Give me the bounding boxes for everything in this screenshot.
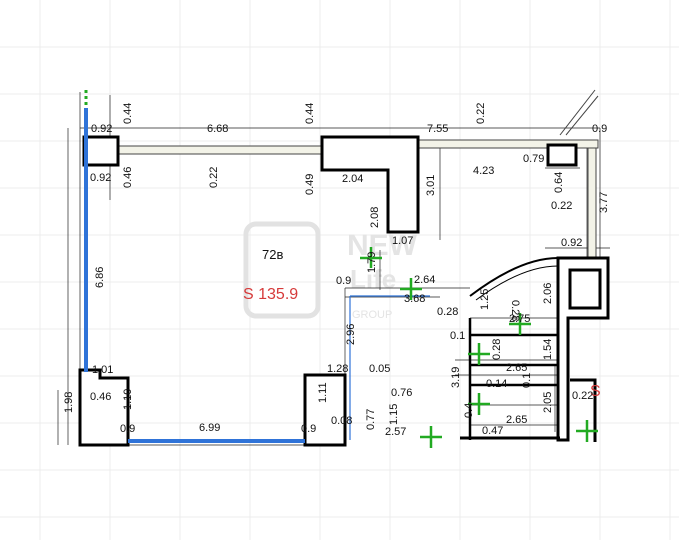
dim-label: 3.19 bbox=[450, 367, 462, 388]
dim-label: 0.92 bbox=[91, 123, 112, 135]
dim-label: 0.28 bbox=[491, 339, 503, 360]
dim-label: 2.96 bbox=[345, 324, 357, 345]
dim-label: 0.1 bbox=[450, 330, 465, 342]
dim-label: 0.44 bbox=[122, 103, 134, 124]
wall-top-l-shape bbox=[320, 135, 420, 234]
dim-label: 2.06 bbox=[542, 283, 554, 304]
column-top-left bbox=[82, 135, 120, 167]
room-number: 72в bbox=[262, 247, 283, 262]
room-area: S 135.9 bbox=[243, 286, 298, 303]
dim-label: 2.75 bbox=[509, 313, 530, 325]
dim-label: 7.55 bbox=[427, 123, 448, 135]
walls bbox=[78, 135, 610, 447]
dim-label: 2.64 bbox=[414, 274, 435, 286]
dim-label: 2.05 bbox=[542, 392, 554, 413]
dim-label: 0.22 bbox=[208, 167, 220, 188]
dim-label: 4.23 bbox=[473, 165, 494, 177]
column-top-right bbox=[546, 143, 578, 167]
dim-label: 1.07 bbox=[392, 235, 413, 247]
marker-7 bbox=[576, 420, 598, 442]
wall-right-inner bbox=[568, 268, 602, 310]
dim-label: 0.47 bbox=[482, 425, 503, 437]
dim-label: 0.08 bbox=[331, 415, 352, 427]
dim-label: 0.22 bbox=[572, 390, 593, 402]
marker-3 bbox=[509, 313, 531, 335]
dim-label: 1.01 bbox=[92, 364, 113, 376]
dim-label: 6.86 bbox=[94, 267, 106, 288]
dim-label: 0.9 bbox=[120, 423, 135, 435]
dim-label: 1.28 bbox=[327, 363, 348, 375]
dim-label: 0.92 bbox=[561, 237, 582, 249]
dim-label: 0.44 bbox=[304, 103, 316, 124]
dim-label: 6.68 bbox=[207, 123, 228, 135]
dim-label: 0.14 bbox=[486, 378, 507, 390]
dim-label: 0.05 bbox=[369, 363, 390, 375]
dim-label: 0.28 bbox=[437, 306, 458, 318]
green-markers bbox=[360, 247, 598, 448]
dim-label: 0.79 bbox=[523, 153, 544, 165]
dim-label: 0.9 bbox=[592, 123, 607, 135]
watermark-line2: Life bbox=[350, 264, 396, 294]
dim-label: 1.11 bbox=[317, 382, 329, 403]
dim-label: 1.54 bbox=[542, 339, 554, 360]
curved-wall-inner bbox=[475, 265, 559, 301]
marker-2 bbox=[400, 278, 422, 300]
dim-label: 0.92 bbox=[90, 172, 111, 184]
watermark-line3: GROUP bbox=[352, 309, 392, 321]
dim-label: 2.57 bbox=[385, 426, 406, 438]
dim-label: 1.25 bbox=[479, 289, 491, 310]
dim-label: 2.65 bbox=[506, 414, 527, 426]
marker-5 bbox=[468, 393, 490, 415]
dim-label: 2.08 bbox=[369, 207, 381, 228]
windows bbox=[84, 108, 430, 443]
marker-4 bbox=[468, 343, 490, 365]
neighbor-label: S bbox=[590, 383, 601, 400]
dim-label: 0.22 bbox=[551, 200, 572, 212]
dim-label: 0.9 bbox=[336, 275, 351, 287]
wall-left-bottom bbox=[78, 368, 130, 447]
dim-label: 0.4 bbox=[463, 403, 475, 418]
dim-label: 0.1 bbox=[521, 373, 533, 388]
marker-1 bbox=[360, 247, 382, 268]
dim-label: 1.15 bbox=[388, 404, 400, 425]
dim-label: 0.46 bbox=[122, 167, 134, 188]
dim-label: 0.46 bbox=[90, 391, 111, 403]
marker-6 bbox=[420, 426, 442, 448]
dimension-labels: 0.92 0.44 6.68 0.44 7.55 0.22 0.9 0.92 0… bbox=[63, 103, 610, 438]
dim-label: 0.28 bbox=[509, 300, 521, 321]
dim-label: 2.65 bbox=[506, 362, 527, 374]
dim-label: 1.10 bbox=[122, 389, 134, 410]
dim-label: 6.99 bbox=[199, 422, 220, 434]
curved-wall bbox=[469, 257, 559, 297]
dim-label: 3.68 bbox=[404, 293, 425, 305]
dim-label: 0.9 bbox=[301, 423, 316, 435]
dim-label: 1.98 bbox=[63, 392, 75, 413]
dim-label: 0.64 bbox=[553, 172, 565, 193]
watermark-logo-box bbox=[243, 221, 321, 319]
dim-label: 0.76 bbox=[391, 387, 412, 399]
wall-right-bottom bbox=[570, 378, 597, 442]
watermark: NEW Life GROUP bbox=[243, 221, 418, 321]
dim-label: 3.77 bbox=[598, 192, 610, 213]
dim-label: 3.01 bbox=[425, 175, 437, 196]
dim-label: 0.77 bbox=[365, 409, 377, 430]
dim-label: 1.79 bbox=[366, 252, 378, 273]
dim-label: 0.49 bbox=[304, 174, 316, 195]
dim-label: 2.04 bbox=[342, 173, 363, 185]
watermark-line1: NEW bbox=[347, 229, 418, 262]
dim-label: 0.22 bbox=[475, 103, 487, 124]
wall-center-bottom bbox=[303, 373, 347, 447]
